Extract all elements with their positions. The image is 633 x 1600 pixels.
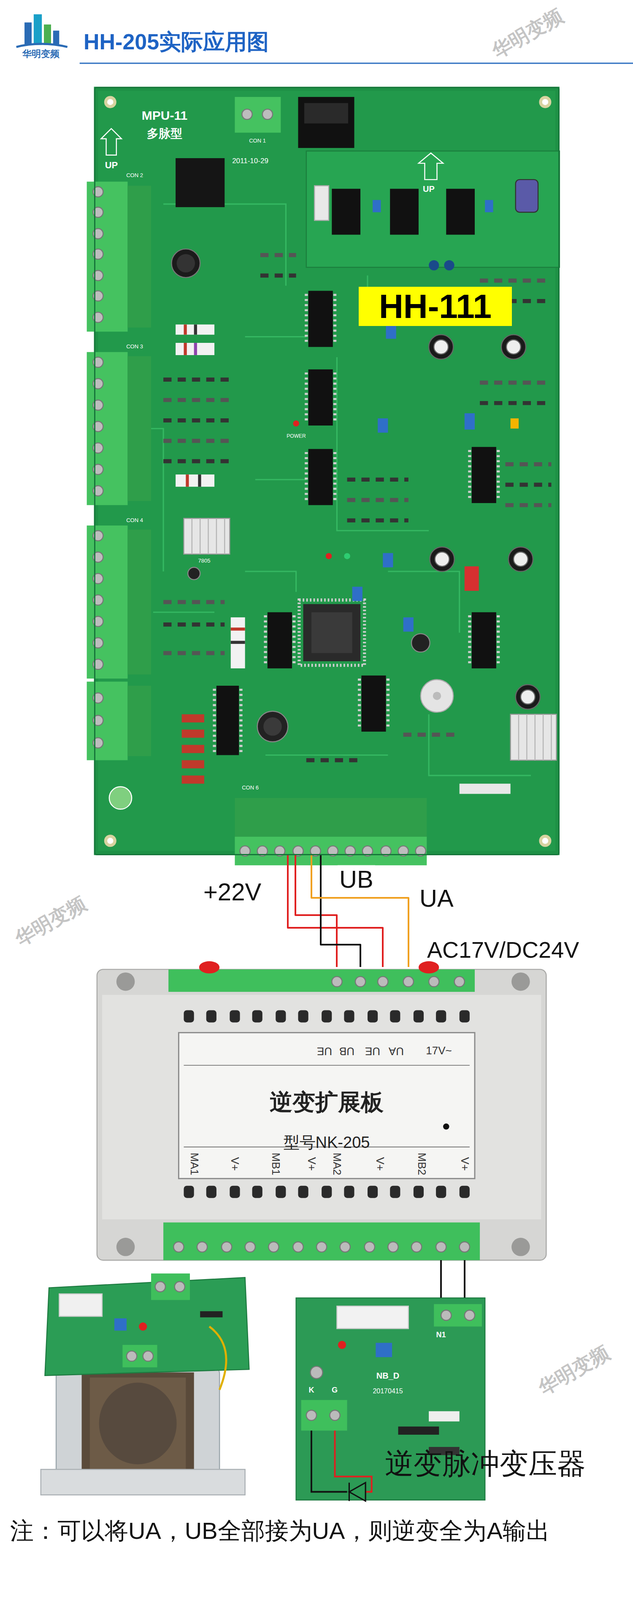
label-text: CON 6 <box>241 785 259 792</box>
wire-label: UB <box>337 865 376 895</box>
page-title: HH-205实际应用图 <box>83 29 269 55</box>
label-text: CON 3 <box>126 343 144 351</box>
label-text: V+ <box>373 1157 387 1172</box>
label-box: HH-111 <box>358 286 512 327</box>
watermark: 华明变频 <box>488 4 567 63</box>
label-text: CON 1 <box>248 137 266 145</box>
label-text: UE <box>365 1045 381 1058</box>
label-text: 逆变脉冲变压器 <box>384 1447 586 1481</box>
logo-icon <box>16 14 68 47</box>
wire-label: +22V <box>201 878 263 907</box>
label-text: MB2 <box>415 1153 428 1176</box>
label-text: G <box>331 1386 338 1396</box>
wire <box>311 855 409 968</box>
module-box: 逆变扩展板型号NK-205 <box>97 967 547 1261</box>
label-text: AC17V/DC24V <box>427 937 579 964</box>
label-text: 17V~ <box>425 1045 452 1058</box>
label-text: V+ <box>305 1157 318 1172</box>
wire-label: UA <box>417 884 456 914</box>
label-text: 华明变频 <box>22 48 60 60</box>
label-text: CON 2 <box>126 172 144 179</box>
label-text: 2011-10-29 <box>232 156 269 166</box>
label-text: 7805 <box>198 558 211 565</box>
label-text: K <box>308 1386 315 1396</box>
node-text: HH-111 <box>378 287 492 327</box>
label-text: UP <box>422 184 435 195</box>
watermark: 华明变频 <box>534 1342 614 1401</box>
node-text: 20170415 <box>372 1388 403 1396</box>
label-text: CON 4 <box>126 517 144 525</box>
node-text: 多脉型 <box>146 127 183 141</box>
label-text: N1 <box>435 1331 446 1341</box>
node-text: 逆变扩展板 <box>269 1089 384 1116</box>
note-text: 注：可以将UA，UB全部接为UA，则逆变全为A输出 <box>10 1518 550 1546</box>
label-text: V+ <box>228 1157 241 1172</box>
watermark: 华明变频 <box>11 892 90 952</box>
wire <box>440 1260 442 1299</box>
main-board <box>86 86 560 866</box>
label-text: POWER <box>286 433 306 440</box>
label-text: MB1 <box>269 1153 282 1176</box>
wire <box>463 1260 466 1299</box>
pulse-transformer <box>40 1274 250 1496</box>
circuit-board: MPU-11 多脉型 HH-111 <box>94 86 560 856</box>
label-text: V+ <box>458 1157 471 1172</box>
label-text: UB <box>339 1045 355 1058</box>
header-rule <box>79 62 633 65</box>
node-text: MPU-11 <box>141 108 188 124</box>
label-text: UE <box>316 1045 333 1058</box>
label-text: MA2 <box>330 1153 344 1176</box>
node-text: NB_D <box>376 1371 400 1382</box>
wire <box>295 855 337 968</box>
wire <box>287 855 383 968</box>
label-text: UA <box>388 1045 404 1058</box>
label-text: MA1 <box>187 1153 201 1176</box>
node-text: 型号NK-205 <box>283 1134 371 1153</box>
module-housing <box>97 961 547 1261</box>
label-text: UP <box>105 159 119 171</box>
